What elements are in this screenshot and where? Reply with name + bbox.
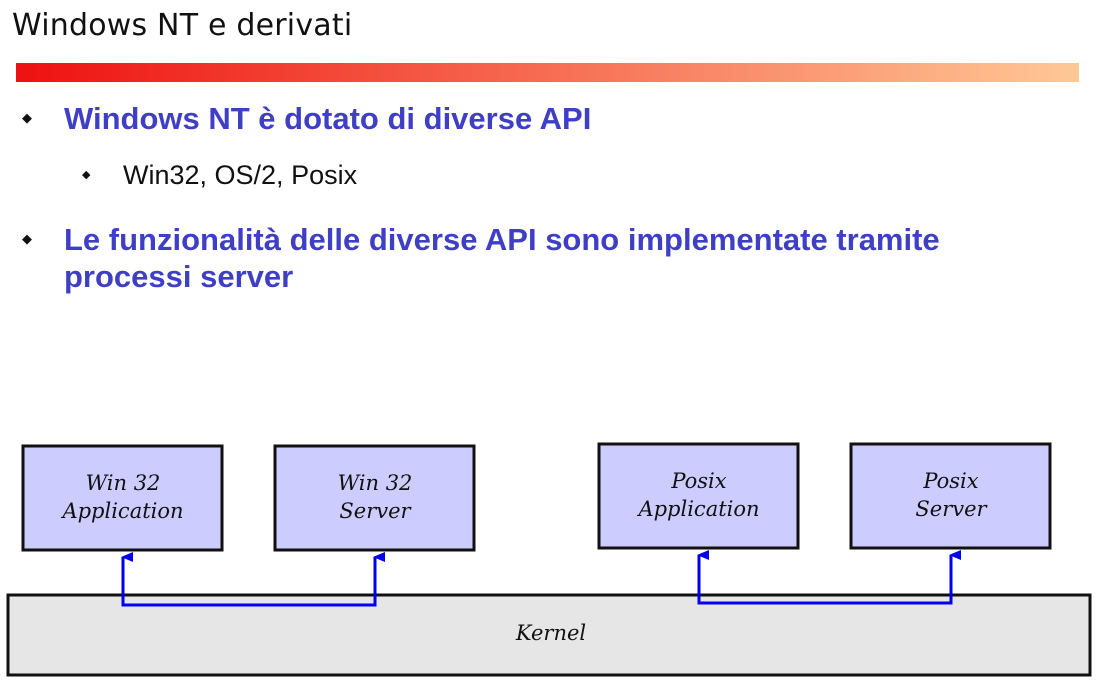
kernel-box [6,593,1092,677]
bullet-marker: ◆ [22,111,32,126]
win32-application-box [21,444,224,552]
slide-title: Windows NT e derivati [12,8,353,43]
posix-server-label-2: Server [915,497,988,521]
posix-application-label-1: Posix [670,469,726,493]
win32-application-label-2: Application [60,499,183,523]
bullet-line-1: Le funzionalità delle diverse API sono i… [64,222,940,257]
kernel-label: Kernel [515,621,586,645]
posix-server-box [849,442,1052,550]
bullet-line-2: processi server [64,259,294,294]
posix-connection-arrow [697,550,961,605]
bullet-api-intro: Windows NT è dotato di diverse API [64,101,592,136]
win32-server-box [273,444,476,552]
win32-server-label-1: Win 32 [338,471,413,495]
bullet-marker: ◆ [22,232,32,247]
title-gradient-bar [16,63,1079,82]
win32-server-label-2: Server [339,499,412,523]
posix-application-box [597,442,800,550]
win32-connection-arrow [121,552,385,607]
bullet-server-processes: Le funzionalità delle diverse API sono i… [64,221,940,295]
posix-server-label-1: Posix [922,469,978,493]
posix-application-label-2: Application [636,497,759,521]
bullet-api-list: Win32, OS/2, Posix [123,160,358,190]
win32-application-label-1: Win 32 [86,471,161,495]
bullet-marker: ◆ [82,168,91,181]
